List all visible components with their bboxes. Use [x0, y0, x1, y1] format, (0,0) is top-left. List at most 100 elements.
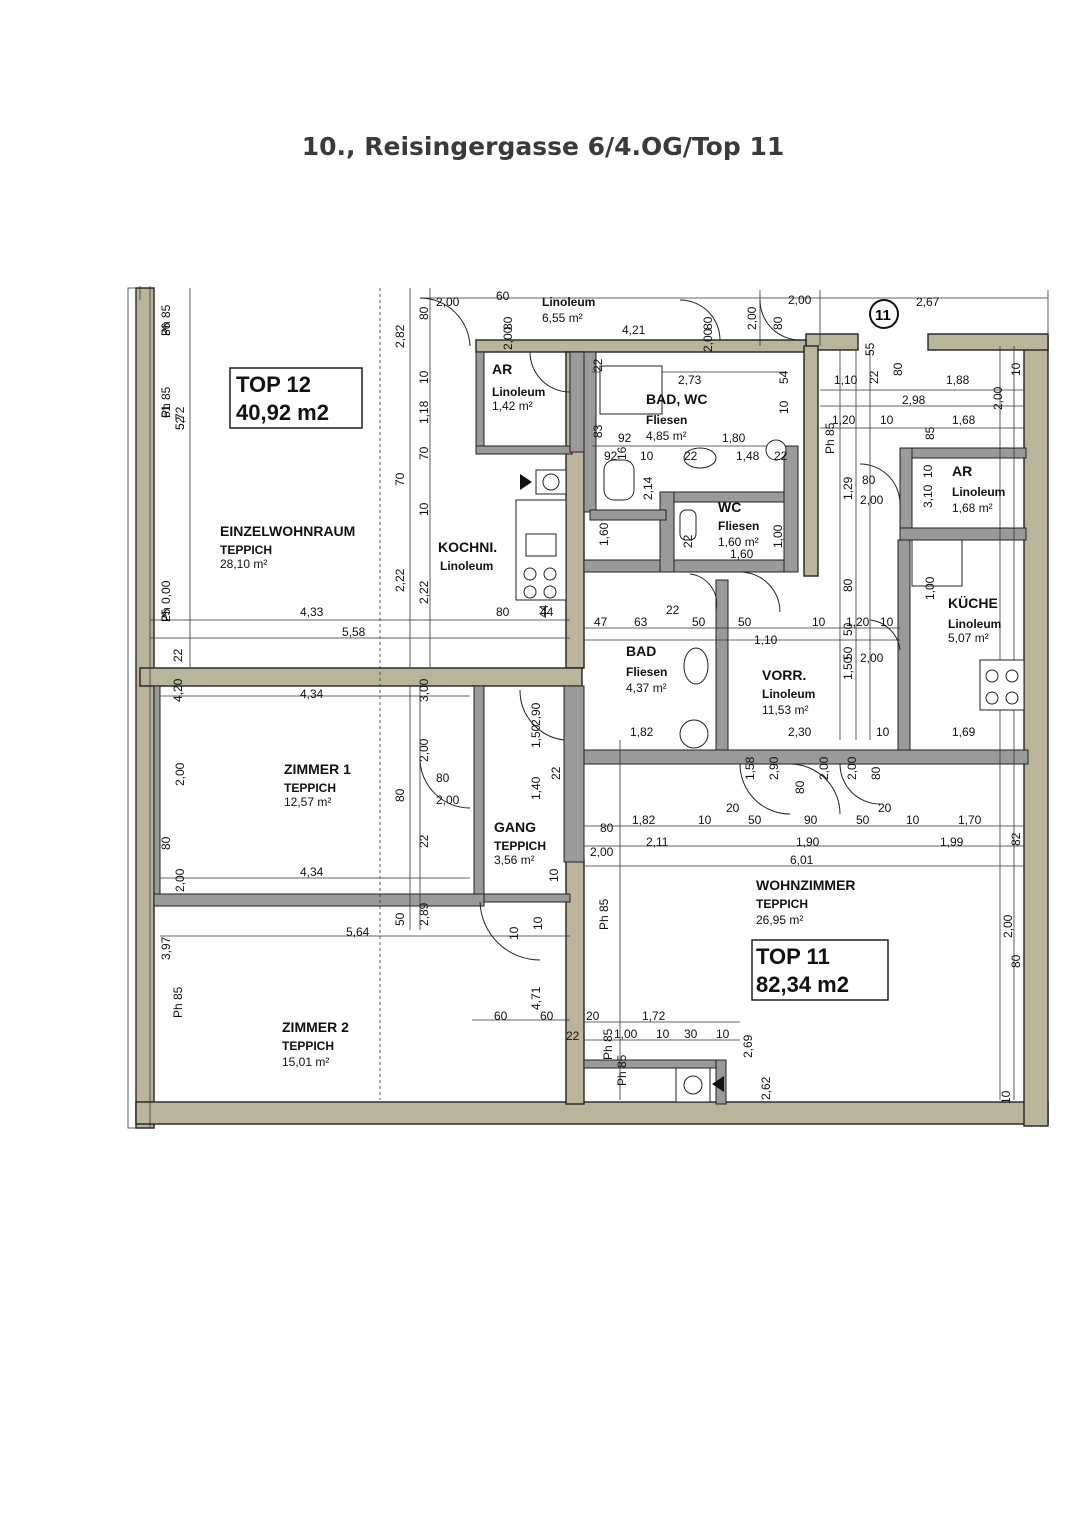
room-area: 15,01 m²	[282, 1055, 329, 1069]
dimension-label-vertical: 80	[891, 362, 905, 376]
room-name: BAD	[626, 643, 656, 659]
dimension-label-vertical: 10	[507, 926, 521, 940]
boiler-arrow-icon	[520, 474, 532, 490]
door-zimmer1	[419, 759, 471, 809]
dimension-label-vertical: 2,00	[501, 326, 515, 350]
dimension-label-vertical: Ph 85	[597, 898, 611, 930]
wall-bad-right	[715, 579, 729, 757]
dimension-label-vertical: 25	[159, 608, 173, 622]
top-12-area: 40,92 m2	[236, 400, 329, 425]
dimension-label-vertical: 80	[501, 316, 515, 330]
dimension-label-vertical: 54	[777, 370, 791, 384]
dimension-label-vertical: 10	[777, 400, 791, 414]
dimension-label: 1,60	[730, 547, 754, 561]
room-material: Linoleum	[948, 617, 1001, 631]
door-ar12	[529, 351, 571, 393]
dimension-label-vertical: 2,00	[173, 762, 187, 786]
dimension-label: 1,20	[832, 413, 856, 427]
dimension-label-vertical: 61	[159, 404, 173, 418]
wall-gang-right	[563, 685, 585, 863]
dimension-label: 92	[618, 431, 632, 445]
dimension-label-vertical: 16	[615, 446, 629, 460]
room-name: BAD, WC	[646, 391, 707, 407]
room-name: WOHNZIMMER	[756, 877, 856, 893]
room-name: VORR.	[762, 667, 806, 683]
dimension-label: 1,48	[736, 449, 760, 463]
dimension-label-vertical: 2,00	[991, 386, 1005, 410]
dimension-label-vertical: 80	[841, 578, 855, 592]
dimension-label-vertical: 10	[531, 916, 545, 930]
dimension-label: 80	[496, 605, 510, 619]
dimension-label: 1,88	[946, 373, 970, 387]
wall-top-center	[475, 339, 807, 353]
dimension-label: 2,00	[590, 845, 614, 859]
kueche-sink-counter	[911, 539, 963, 587]
dimension-label-vertical: 22	[681, 534, 695, 548]
dimension-label-vertical: 80	[393, 788, 407, 802]
dimension-label: 2,00	[788, 293, 812, 307]
dimension-label-vertical: 80	[417, 306, 431, 320]
door-kitchen-low	[839, 763, 881, 805]
dimension-label: 22	[566, 1029, 580, 1043]
dimension-label: 4,34	[300, 865, 324, 879]
room-material: Linoleum	[542, 295, 595, 309]
dimension-label: 80	[862, 473, 876, 487]
dimension-label-vertical: 1,50	[529, 724, 543, 748]
doors	[419, 297, 901, 961]
dimension-label: 50	[856, 813, 870, 827]
wall-living-top	[581, 749, 1029, 765]
dimension-label: 1,68	[952, 413, 976, 427]
room-area: 26,95 m²	[756, 913, 803, 927]
dimension-label-vertical: 44	[537, 604, 551, 618]
room-labels: EINZELWOHNRAUM TEPPICH 28,10 m² AR Linol…	[220, 295, 1005, 1069]
room-area: 6,55 m²	[542, 311, 583, 325]
dimension-label-vertical: 50	[841, 622, 855, 636]
dimension-label: 1,10	[754, 633, 778, 647]
heater-dial	[683, 1075, 703, 1095]
dimension-label-vertical: 10	[547, 868, 561, 882]
room-material: TEPPICH	[494, 839, 546, 853]
door-kueche	[869, 619, 901, 651]
door-entry-top11	[679, 299, 721, 341]
dimension-label: 10	[716, 1027, 730, 1041]
stove-burner	[523, 567, 537, 581]
door-ar11	[859, 463, 901, 505]
room-area: 11,53 m²	[762, 703, 808, 717]
dimension-label: 6,01	[790, 853, 814, 867]
dimension-label-vertical: 10	[999, 1090, 1013, 1104]
room-material: Linoleum	[952, 485, 1005, 499]
room-name: ZIMMER 1	[284, 761, 351, 777]
room-material: TEPPICH	[756, 897, 808, 911]
dimension-label-vertical: 2,90	[767, 756, 781, 780]
dimension-label: 10	[880, 615, 894, 629]
dimension-label: 10	[640, 449, 654, 463]
dimension-label-vertical: 3,00	[417, 678, 431, 702]
room-name: ZIMMER 2	[282, 1019, 349, 1035]
room-name: EINZELWOHNRAUM	[220, 523, 355, 539]
door-bad	[689, 573, 718, 611]
dimension-label-vertical: 10	[1009, 362, 1023, 376]
dimension-label-vertical: Ph 85	[823, 422, 837, 454]
wall-corridor-right	[803, 345, 819, 577]
dimension-label: 4,33	[300, 605, 324, 619]
stove-burner	[543, 567, 557, 581]
wall-zimmer1-bottom	[153, 893, 485, 907]
washbasin-round	[765, 439, 787, 461]
dimension-label-vertical: 1,00	[771, 524, 785, 548]
kitchen-sink	[525, 533, 557, 557]
room-name: AR	[952, 463, 972, 479]
wall-gang-bottom	[483, 893, 571, 903]
kitchenette-counter	[515, 499, 567, 601]
dimension-label: 10	[906, 813, 920, 827]
dimension-label-vertical: 1,00	[923, 576, 937, 600]
dimension-label: 2,00	[860, 493, 884, 507]
dimension-label: 2,00	[860, 651, 884, 665]
dimension-label-vertical: Ph 0,00	[159, 580, 173, 622]
stove-burner	[1005, 669, 1019, 683]
dimension-label: 1,69	[952, 725, 976, 739]
dimension-label-vertical: Ph 85	[159, 386, 173, 418]
dimension-label-vertical: 70	[417, 446, 431, 460]
door-zimmer2	[479, 901, 541, 961]
dimension-label: 92	[604, 449, 618, 463]
